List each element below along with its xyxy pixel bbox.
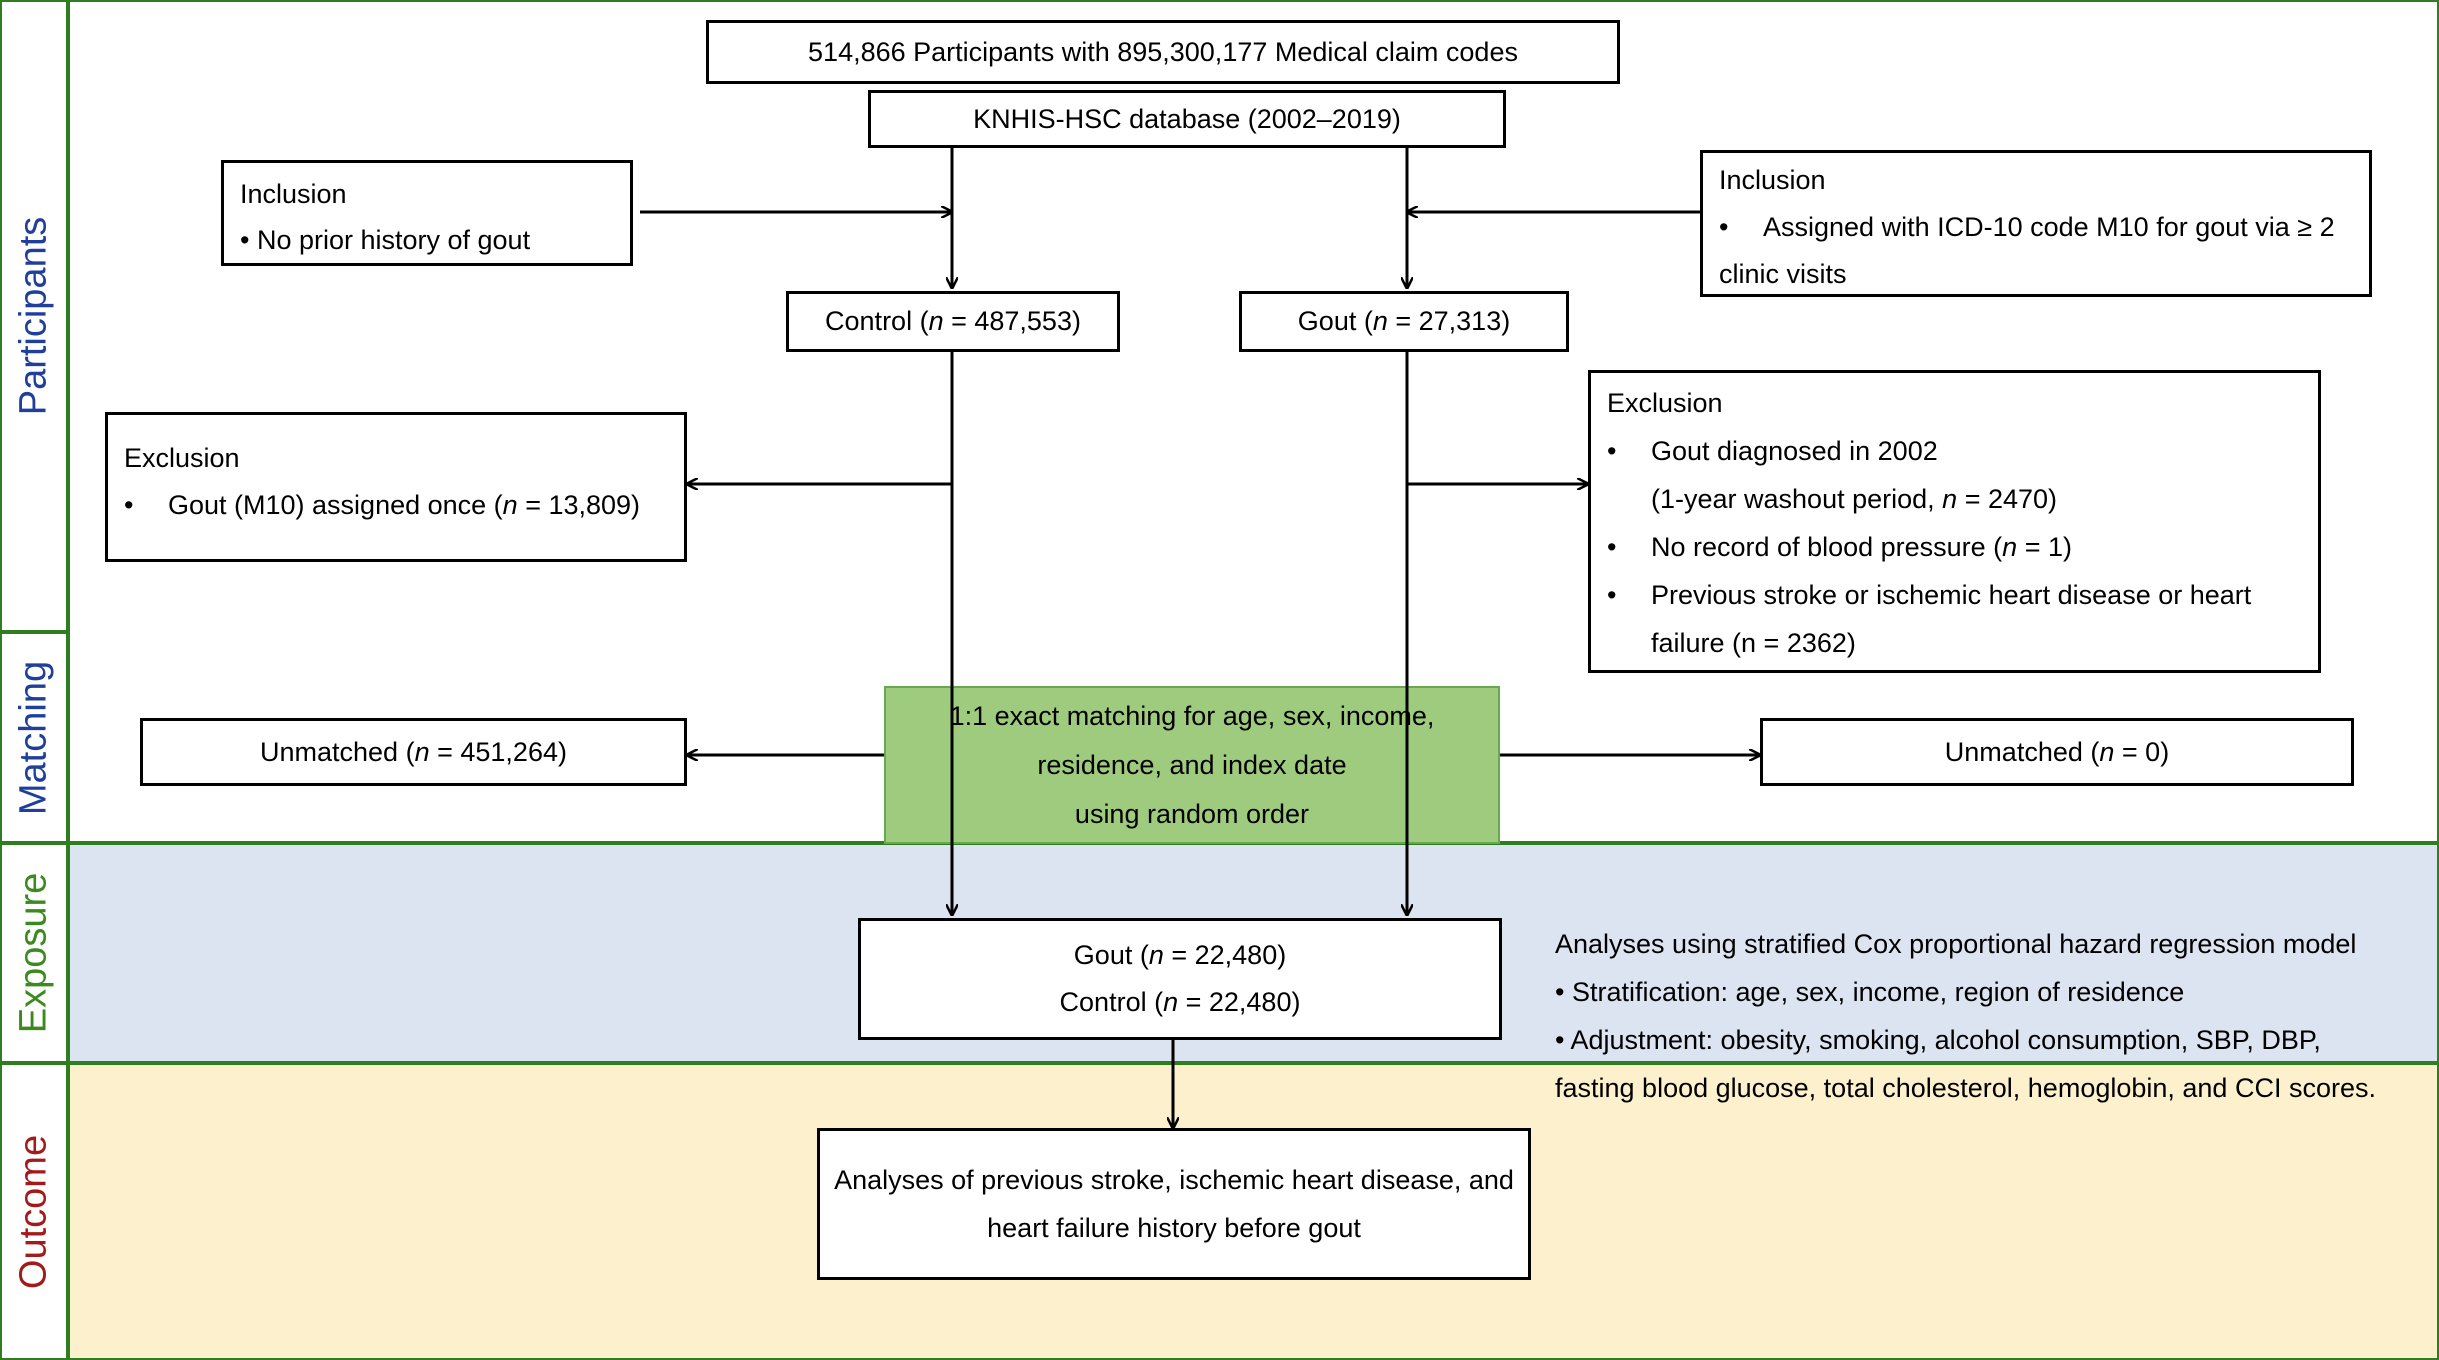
matching-line-1: 1:1 exact matching for age, sex, income,: [949, 700, 1435, 731]
inclusion-right-item-1: Assigned with ICD-10 code M10 for gout v…: [1763, 212, 2335, 242]
exclusion-left-box: Exclusion • Gout (M10) assigned once (n =…: [105, 412, 687, 562]
bullet: •: [124, 490, 134, 520]
outcome-line-2: heart failure history before gout: [987, 1213, 1361, 1243]
matched-gout-post: = 22,480): [1163, 940, 1287, 970]
control-pre: Control (: [825, 306, 929, 336]
exposure-section: Exposure: [0, 843, 68, 1063]
exclusion-right-item-1b-post: = 2470): [1957, 484, 2058, 514]
exclusion-right-item-1b-n: n: [1942, 484, 1958, 514]
participants-box: 514,866 Participants with 895,300,177 Me…: [706, 20, 1620, 84]
exclusion-right-item-3b: failure (n = 2362): [1651, 628, 1856, 658]
exclusion-right-box: Exclusion • Gout diagnosed in 2002 (1-yea…: [1588, 370, 2321, 673]
matched-control-post: = 22,480): [1178, 987, 1301, 1017]
bullet: •: [1607, 532, 1617, 562]
exclusion-left-title: Exclusion: [124, 443, 240, 473]
database-text: KNHIS-HSC database (2002–2019): [973, 103, 1401, 134]
exclusion-right-item-3: Previous stroke or ischemic heart diseas…: [1651, 580, 2252, 610]
unmatched-left-post: = 451,264): [429, 736, 567, 767]
matched-control: Control (n = 22,480): [1060, 979, 1301, 1026]
control-post: = 487,553): [943, 306, 1081, 336]
inclusion-left-box: Inclusion • No prior history of gout: [221, 160, 633, 266]
unmatched-right-n: n: [2099, 736, 2115, 767]
exclusion-right-title: Exclusion: [1607, 388, 1723, 418]
control-n: n: [928, 306, 944, 336]
exclusion-left-post: = 13,809): [517, 490, 641, 520]
bullet: •: [1607, 436, 1617, 466]
unmatched-left-n: n: [414, 736, 430, 767]
matched-gout-pre: Gout (: [1073, 940, 1149, 970]
participants-text: 514,866 Participants with 895,300,177 Me…: [808, 36, 1518, 67]
exclusion-right-item-2-pre: No record of blood pressure (: [1651, 532, 2003, 562]
exclusion-right-item-2-post: = 1): [2017, 532, 2072, 562]
analysis-text: Analyses using stratified Cox proportion…: [1555, 920, 2435, 1112]
matched-gout: Gout (n = 22,480): [1060, 932, 1301, 979]
exclusion-right-item-1b-pre: (1-year washout period,: [1651, 484, 1943, 514]
matched-control-n: n: [1163, 987, 1179, 1017]
gout-pre: Gout (: [1297, 306, 1373, 336]
gout-post: = 27,313): [1387, 306, 1511, 336]
exclusion-right-item-1b: (1-year washout period, n = 2470): [1607, 475, 2302, 523]
analysis-line-4: fasting blood glucose, total cholesterol…: [1555, 1073, 2376, 1103]
bullet: •: [1719, 212, 1729, 242]
gout-n: n: [1372, 306, 1388, 336]
analysis-line-1: Analyses using stratified Cox proportion…: [1555, 929, 2357, 959]
outcome-box: Analyses of previous stroke, ischemic he…: [817, 1128, 1531, 1280]
unmatched-right-pre: Unmatched (: [1944, 736, 2100, 767]
matching-section: Matching: [0, 632, 68, 843]
inclusion-right-box: Inclusion • Assigned with ICD-10 code M10…: [1700, 150, 2372, 297]
inclusion-right-title: Inclusion: [1719, 165, 1826, 195]
unmatched-left-pre: Unmatched (: [260, 736, 415, 767]
matched-box: Gout (n = 22,480) Control (n = 22,480): [858, 918, 1502, 1040]
matching-box: 1:1 exact matching for age, sex, income,…: [884, 686, 1500, 844]
inclusion-right-item-2: clinic visits: [1719, 259, 1847, 289]
bullet: •: [1607, 580, 1617, 610]
inclusion-left-item: • No prior history of gout: [240, 225, 531, 255]
unmatched-right-box: Unmatched (n = 0): [1760, 718, 2354, 786]
database-box: KNHIS-HSC database (2002–2019): [868, 90, 1506, 148]
matched-control-pre: Control (: [1059, 987, 1164, 1017]
gout-box: Gout (n = 27,313): [1239, 291, 1569, 352]
exclusion-right-item-1: Gout diagnosed in 2002: [1651, 436, 1938, 466]
inclusion-left-title: Inclusion: [240, 179, 347, 209]
analysis-line-3: • Adjustment: obesity, smoking, alcohol …: [1555, 1025, 2321, 1055]
outcome-section: Outcome: [0, 1063, 68, 1360]
exclusion-right-item-2-n: n: [2002, 532, 2018, 562]
control-box: Control (n = 487,553): [786, 291, 1120, 352]
exclusion-left-pre: Gout (M10) assigned once (: [168, 490, 503, 520]
matching-line-2: residence, and index date: [1037, 749, 1347, 780]
participants-section: Participants: [0, 0, 68, 632]
unmatched-left-box: Unmatched (n = 451,264): [140, 718, 687, 786]
exclusion-left-n: n: [502, 490, 518, 520]
matching-line-3: using random order: [1074, 798, 1310, 829]
unmatched-right-post: = 0): [2114, 736, 2170, 767]
matched-gout-n: n: [1148, 940, 1164, 970]
analysis-line-2: • Stratification: age, sex, income, regi…: [1555, 977, 2185, 1007]
outcome-line-1: Analyses of previous stroke, ischemic he…: [834, 1165, 1514, 1195]
